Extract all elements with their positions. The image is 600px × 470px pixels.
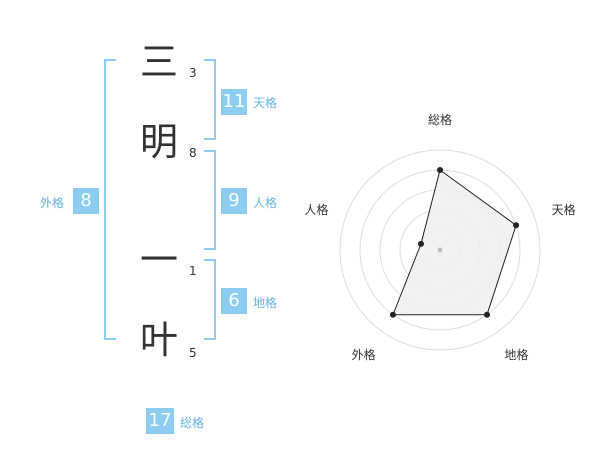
tenkaku-label: 天格 xyxy=(253,96,278,110)
stroke-count-4: 5 xyxy=(189,346,197,360)
name-char-1: 三 xyxy=(139,40,178,84)
radar-point xyxy=(437,167,443,173)
name-char-3: 一 xyxy=(139,238,178,282)
jinkaku-label: 人格 xyxy=(253,196,278,210)
stroke-count-2: 8 xyxy=(189,146,197,160)
radar-axis-label: 人格 xyxy=(304,202,328,217)
chikaku-label: 地格 xyxy=(253,296,278,310)
radar-axis-label: 天格 xyxy=(552,202,576,217)
radar-point xyxy=(484,311,491,318)
gaikaku-bracket xyxy=(104,59,116,340)
name-char-2: 明 xyxy=(139,120,178,164)
radar-center-dot xyxy=(437,247,443,253)
tenkaku-bracket xyxy=(204,59,216,140)
soukaku-label: 総格 xyxy=(180,416,205,430)
radar-axis-label: 総格 xyxy=(428,112,452,127)
radar-ring xyxy=(339,149,541,351)
stroke-count-3: 1 xyxy=(189,264,197,278)
tenkaku-value: 11 xyxy=(221,89,247,115)
radar-axis-label: 外格 xyxy=(352,347,376,362)
radar-axis-label: 地格 xyxy=(504,347,528,362)
gaikaku-value: 8 xyxy=(73,188,99,214)
radar-point xyxy=(513,222,520,229)
jinkaku-bracket xyxy=(204,150,216,250)
radar-point xyxy=(417,240,424,247)
radar-point xyxy=(389,311,396,318)
jinkaku-value: 9 xyxy=(221,188,247,214)
radar-polygon xyxy=(392,169,517,316)
name-char-4: 叶 xyxy=(139,318,178,362)
stroke-count-1: 3 xyxy=(189,66,197,80)
chikaku-value: 6 xyxy=(221,288,247,314)
soukaku-value: 17 xyxy=(146,408,174,434)
gaikaku-label: 外格 xyxy=(40,196,65,210)
chikaku-bracket xyxy=(204,259,216,340)
